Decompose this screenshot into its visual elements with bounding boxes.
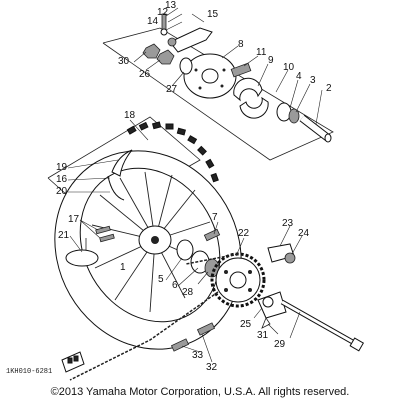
axle-collar xyxy=(299,114,332,143)
brake-shoe-lower xyxy=(239,96,269,119)
brake-arm xyxy=(160,13,213,53)
wheel-assembly xyxy=(54,121,242,350)
callout-9: 9 xyxy=(268,55,274,66)
callout-18: 18 xyxy=(124,110,136,121)
rear-axle xyxy=(280,299,365,352)
callout-13: 13 xyxy=(165,0,177,11)
callout-15: 15 xyxy=(207,9,219,20)
callout-26: 26 xyxy=(139,69,151,80)
axle-head xyxy=(349,337,365,352)
master-link-plate xyxy=(170,338,190,352)
tire-tread xyxy=(126,121,219,183)
callout-labels: 1 2 3 4 5 6 7 8 9 10 11 12 13 14 15 16 1… xyxy=(56,0,332,373)
callout-11: 11 xyxy=(256,47,267,58)
drawing-code: 1KH010-6281 xyxy=(6,368,53,376)
brake-shoes xyxy=(233,77,269,119)
leader-lines xyxy=(67,7,323,363)
callout-6: 6 xyxy=(172,280,178,291)
chain-puller xyxy=(257,243,296,319)
small-fasteners xyxy=(142,43,193,75)
callout-22: 22 xyxy=(238,228,250,239)
callout-29: 29 xyxy=(274,339,286,350)
tube xyxy=(111,149,133,177)
upper-group-outline xyxy=(102,27,334,161)
callout-8: 8 xyxy=(238,39,244,50)
callout-31: 31 xyxy=(257,330,269,341)
brake-shoe-plate xyxy=(183,53,237,99)
cotter-pin xyxy=(261,317,271,329)
spacer-27 xyxy=(179,57,193,75)
callout-23: 23 xyxy=(282,218,294,229)
stud-bolt xyxy=(203,228,221,242)
callout-7: 7 xyxy=(212,212,218,223)
bearing-right xyxy=(288,108,300,124)
chain-guide xyxy=(61,351,85,373)
master-link-clip xyxy=(196,322,216,336)
sprocket-center xyxy=(229,271,247,289)
spacer-left xyxy=(176,239,194,261)
copyright-notice: ©2013 Yamaha Motor Corporation, U.S.A. A… xyxy=(50,386,350,398)
callout-12: 12 xyxy=(157,7,169,18)
brake-camshaft xyxy=(230,62,252,78)
brake-shoe-upper xyxy=(233,77,263,102)
callout-10: 10 xyxy=(283,62,295,73)
nut-26 xyxy=(156,49,175,65)
spoke-nipples xyxy=(95,225,115,243)
callout-14: 14 xyxy=(147,16,159,27)
callout-27: 27 xyxy=(166,84,178,95)
callout-17: 17 xyxy=(68,214,80,225)
callout-16: 16 xyxy=(56,174,68,185)
sprocket xyxy=(210,252,266,308)
master-link xyxy=(170,322,216,352)
camshaft-lever xyxy=(169,27,213,53)
callout-32: 32 xyxy=(206,362,218,373)
callout-2: 2 xyxy=(326,83,332,94)
callout-30: 30 xyxy=(118,56,130,67)
hub-center xyxy=(151,236,159,244)
callout-21: 21 xyxy=(58,230,70,241)
bearing-and-seal xyxy=(276,102,300,124)
callout-5: 5 xyxy=(158,274,164,285)
callout-4: 4 xyxy=(296,71,302,82)
callout-24: 24 xyxy=(298,228,310,239)
callout-1: 1 xyxy=(120,262,126,273)
rim-band xyxy=(107,175,125,201)
valve-cap xyxy=(65,249,99,267)
callout-20: 20 xyxy=(56,186,68,197)
callout-28: 28 xyxy=(182,287,194,298)
callout-25: 25 xyxy=(240,319,252,330)
tube-and-rim-band xyxy=(107,149,133,201)
callout-33: 33 xyxy=(192,350,204,361)
drive-chain xyxy=(69,253,239,381)
callout-3: 3 xyxy=(310,75,316,86)
adjust-nut xyxy=(284,252,296,264)
nut-30 xyxy=(142,43,161,59)
valve-assembly xyxy=(65,238,99,267)
callout-19: 19 xyxy=(56,162,68,173)
